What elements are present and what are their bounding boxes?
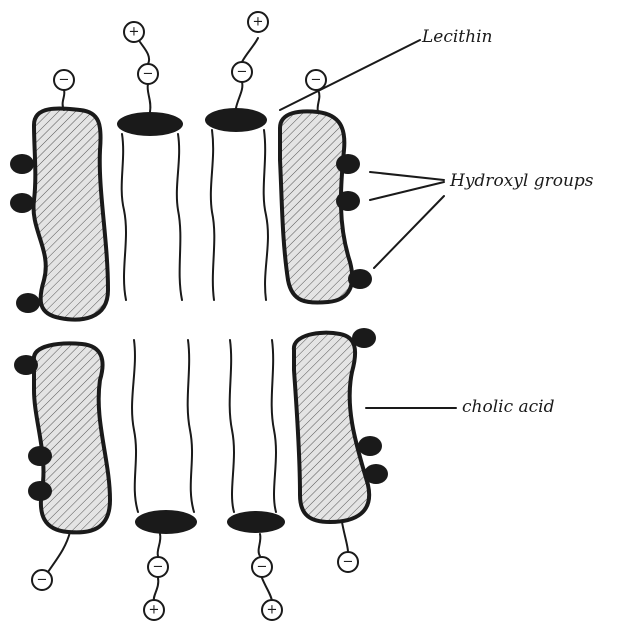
- lecithin-bottom-right: [227, 340, 285, 533]
- negative-charge: −: [306, 70, 326, 90]
- positive-charge: +: [124, 22, 144, 42]
- positive-charge: +: [262, 600, 282, 620]
- negative-charge: −: [138, 64, 158, 84]
- negative-charge: −: [232, 62, 252, 82]
- hydroxyl-group: [10, 193, 34, 213]
- cholic-acid-bottom-right: [294, 328, 388, 522]
- hydroxyl-group: [14, 355, 38, 375]
- lecithin-bottom-left: [132, 340, 197, 534]
- svg-text:−: −: [59, 73, 70, 88]
- svg-text:+: +: [149, 603, 160, 618]
- hydroxyl-group: [358, 436, 382, 456]
- positive-charge: +: [248, 12, 268, 32]
- negative-charge: −: [32, 570, 52, 590]
- svg-text:+: +: [253, 15, 264, 30]
- svg-text:−: −: [257, 560, 268, 575]
- hydroxyl-groups-label: Hydroxyl groups: [449, 171, 594, 191]
- negative-charge: −: [338, 552, 358, 572]
- hydroxyl-group: [348, 269, 372, 289]
- svg-text:−: −: [237, 65, 248, 80]
- hydroxyl-group: [336, 154, 360, 174]
- negative-charge: −: [252, 557, 272, 577]
- svg-text:−: −: [143, 67, 154, 82]
- svg-text:−: −: [343, 555, 354, 570]
- hydroxyl-leader-line: [374, 196, 444, 268]
- svg-text:−: −: [37, 573, 48, 588]
- hydroxyl-group: [10, 154, 34, 174]
- hydroxyl-group: [336, 191, 360, 211]
- svg-text:−: −: [153, 560, 164, 575]
- hydroxyl-leader-line: [370, 172, 444, 180]
- svg-text:+: +: [129, 25, 140, 40]
- cholic-acid-bottom-left: [14, 343, 110, 532]
- hydroxyl-group: [364, 464, 388, 484]
- cholic-acid-label: cholic acid: [462, 397, 555, 417]
- lecithin-top-right: [205, 108, 268, 300]
- hydroxyl-group: [28, 481, 52, 501]
- hydroxyl-group: [352, 328, 376, 348]
- lecithin-leader-line: [280, 40, 420, 110]
- cholic-acid-top-right: [280, 111, 372, 302]
- lecithin-top-left: [117, 112, 183, 300]
- positive-charge: +: [144, 600, 164, 620]
- lecithin-label: Lecithin: [421, 27, 492, 47]
- negative-charge: −: [148, 557, 168, 577]
- negative-charge: −: [54, 70, 74, 90]
- svg-text:+: +: [267, 603, 278, 618]
- hydroxyl-group: [28, 446, 52, 466]
- cholic-acid-top-left: [10, 109, 108, 320]
- hydroxyl-group: [16, 293, 40, 313]
- svg-text:−: −: [311, 73, 322, 88]
- hydroxyl-leader-line: [370, 182, 444, 200]
